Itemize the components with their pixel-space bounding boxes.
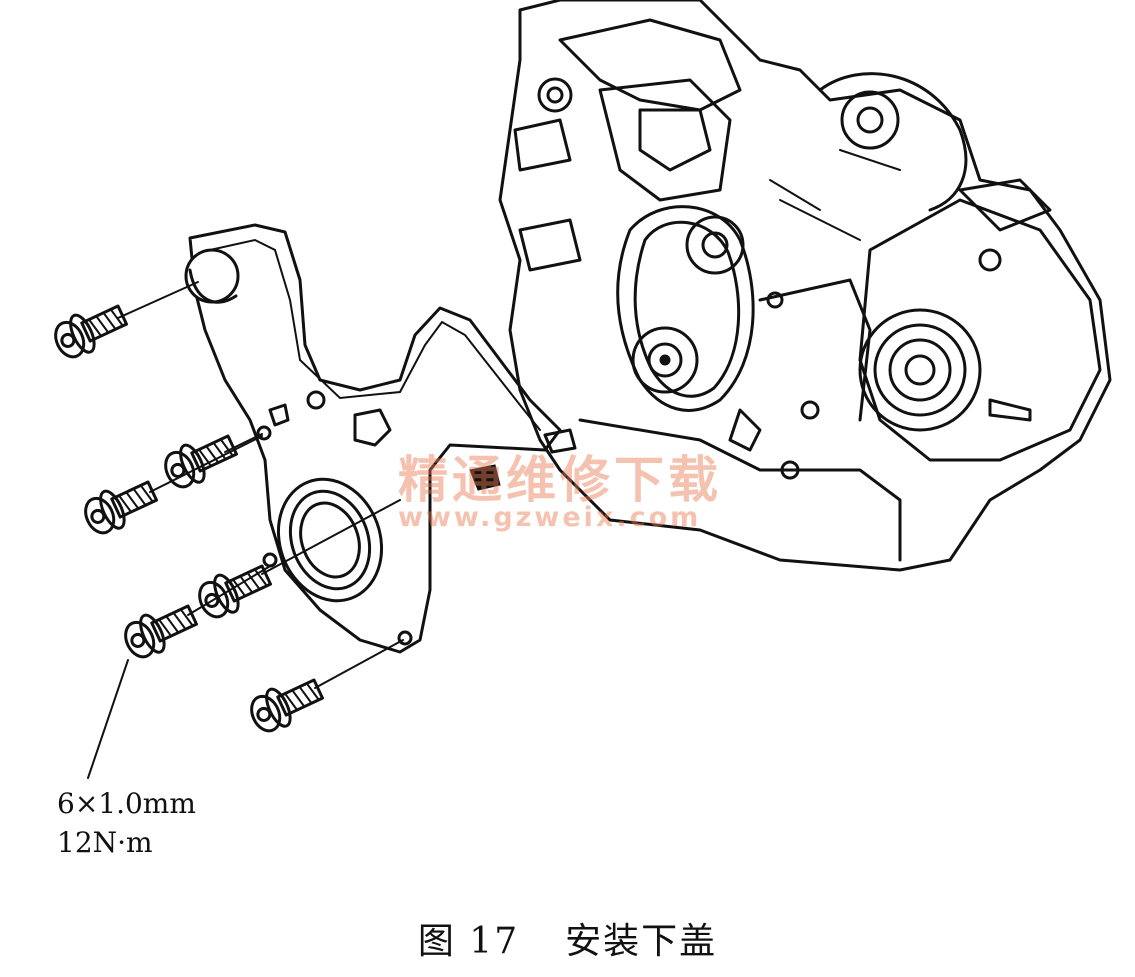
bolt-icon <box>157 425 243 495</box>
bolt-icon <box>243 669 329 739</box>
figure-number: 图 17 <box>417 921 520 962</box>
bolt-spec-label: 6×1.0mm <box>57 787 196 820</box>
watermark-site-name: 精通维修下载 <box>398 451 722 509</box>
bolt-icon <box>47 295 133 365</box>
bolt-icon <box>117 595 203 665</box>
engine-illustration <box>498 0 1112 572</box>
bolt-icon <box>191 555 277 625</box>
bolt-icon <box>77 471 163 541</box>
watermark-url: www.gzweix.com <box>398 502 702 533</box>
figure-caption: 图 17 安装下盖 <box>0 912 1135 964</box>
cover-plate-illustration <box>184 223 577 654</box>
torque-label: 12N·m <box>57 826 153 859</box>
figure-title: 安装下盖 <box>565 921 718 962</box>
